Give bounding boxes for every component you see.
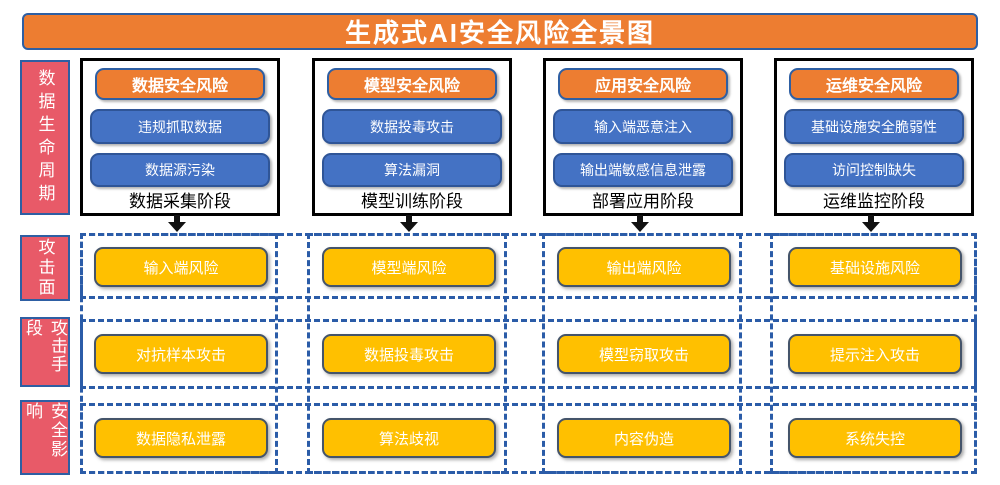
risk-header: 数据安全风险 <box>95 68 265 101</box>
attack-surface-item: 基础设施风险 <box>788 247 962 287</box>
deployment-lane <box>542 233 742 474</box>
stage-caption: 数据采集阶段 <box>129 192 231 211</box>
attack-method-item: 数据投毒攻击 <box>322 334 496 374</box>
risk-item: 输出端敏感信息泄露 <box>553 152 733 187</box>
row-label-data-lifecycle: 数据生命周期 <box>20 60 70 215</box>
risk-item: 访问控制缺失 <box>784 152 964 187</box>
page-title: 生成式AI安全风险全景图 <box>22 13 978 50</box>
attack-surface-item: 输入端风险 <box>94 247 268 287</box>
stage-box-deployment: 应用安全风险 输入端恶意注入 输出端敏感信息泄露 部署应用阶段 <box>543 58 743 216</box>
risk-item: 数据源污染 <box>90 152 270 187</box>
attack-method-item: 对抗样本攻击 <box>94 334 268 374</box>
risk-matrix: 输入端风险 模型端风险 输出端风险 基础设施风险 对抗样本攻击 数据投毒攻击 模… <box>80 233 977 474</box>
row-label-attack-surface: 攻击面 <box>20 235 70 301</box>
security-impact-item: 数据隐私泄露 <box>94 418 268 458</box>
risk-header: 运维安全风险 <box>789 68 959 101</box>
risk-item: 基础设施安全脆弱性 <box>784 109 964 144</box>
attack-surface-item: 模型端风险 <box>322 247 496 287</box>
stage-box-operations: 运维安全风险 基础设施安全脆弱性 访问控制缺失 运维监控阶段 <box>774 58 974 216</box>
down-arrow-icon <box>631 215 649 232</box>
stage-caption: 模型训练阶段 <box>361 192 463 211</box>
row-label-attack-method: 攻击手段 <box>20 317 70 387</box>
security-impact-item: 内容伪造 <box>557 418 731 458</box>
risk-item: 违规抓取数据 <box>90 109 270 144</box>
row-label-security-impact: 安全影响 <box>20 400 70 475</box>
operations-lane <box>770 233 977 474</box>
risk-header: 应用安全风险 <box>558 68 728 101</box>
stage-box-data-collection: 数据安全风险 违规抓取数据 数据源污染 数据采集阶段 <box>80 58 280 216</box>
risk-header: 模型安全风险 <box>327 68 497 101</box>
stage-caption: 运维监控阶段 <box>823 192 925 211</box>
risk-item: 数据投毒攻击 <box>322 109 502 144</box>
down-arrow-icon <box>168 215 186 232</box>
stage-box-model-training: 模型安全风险 数据投毒攻击 算法漏洞 模型训练阶段 <box>312 58 512 216</box>
model-training-lane <box>307 233 507 474</box>
security-impact-item: 算法歧视 <box>322 418 496 458</box>
down-arrow-icon <box>400 215 418 232</box>
security-impact-item: 系统失控 <box>788 418 962 458</box>
attack-surface-item: 输出端风险 <box>557 247 731 287</box>
risk-item: 算法漏洞 <box>322 152 502 187</box>
attack-method-item: 模型窃取攻击 <box>557 334 731 374</box>
stage-caption: 部署应用阶段 <box>592 192 694 211</box>
risk-item: 输入端恶意注入 <box>553 109 733 144</box>
down-arrow-icon <box>862 215 880 232</box>
data-collection-lane <box>80 233 278 474</box>
attack-method-item: 提示注入攻击 <box>788 334 962 374</box>
